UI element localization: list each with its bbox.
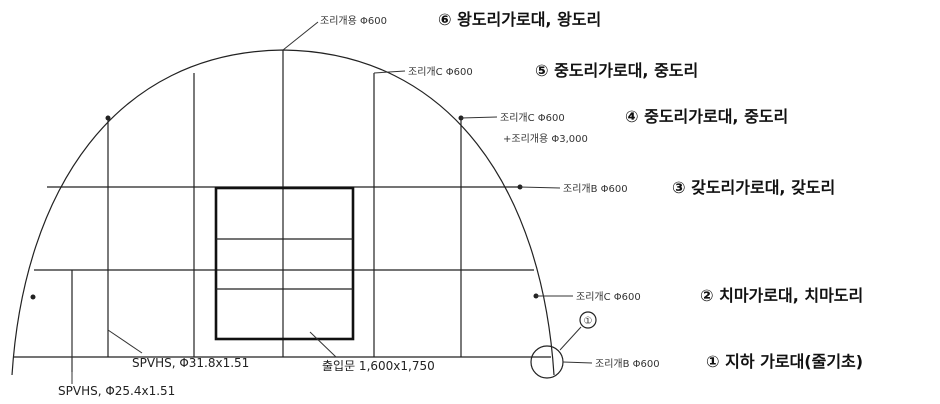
pipe-sub-label: SPVHS, Φ25.4x1.51 [58, 384, 175, 398]
name-label-1: ① 지하 가로대(줄기초) [706, 352, 863, 371]
spec-label-1: 조리개B Φ600 [595, 358, 660, 370]
marker-circle [579, 311, 597, 329]
name-label-4: ④ 중도리가로대, 중도리 [625, 107, 788, 126]
leader-pipe-main [107, 329, 143, 354]
spec-label-2: 조리개C Φ600 [576, 291, 641, 303]
joint-dot [30, 294, 36, 300]
name-label-3: ③ 갖도리가로대, 갖도리 [672, 178, 835, 197]
leader-4 [460, 116, 498, 119]
spec-label-5: 조리개C Φ600 [408, 66, 473, 78]
door-dim-label: 출입문 1,600x1,750 [322, 359, 435, 373]
pipe-main-label: SPVHS, Φ31.8x1.51 [132, 356, 249, 370]
spec-label-6: 조리개용 Φ600 [320, 15, 387, 27]
spec-label-4: 조리개C Φ600 [500, 112, 565, 124]
marker-leader [559, 326, 582, 351]
name-label-5: ⑤ 중도리가로대, 중도리 [535, 61, 698, 80]
name-label-2: ② 치마가로대, 치마도리 [700, 286, 863, 305]
spec-extra-4: +조리개용 Φ3,000 [503, 133, 588, 145]
door-frame [214, 186, 355, 341]
leader-3 [519, 186, 561, 189]
leader-6 [282, 21, 319, 51]
spec-label-3: 조리개B Φ600 [563, 183, 628, 195]
marker-label: ① [584, 316, 593, 327]
joint-dot [105, 115, 111, 121]
leader-1 [562, 361, 593, 364]
leader-door [309, 331, 337, 358]
leader-5 [373, 70, 406, 74]
name-label-6: ⑥ 왕도리가로대, 왕도리 [438, 10, 601, 29]
foundation-circle [530, 345, 564, 379]
